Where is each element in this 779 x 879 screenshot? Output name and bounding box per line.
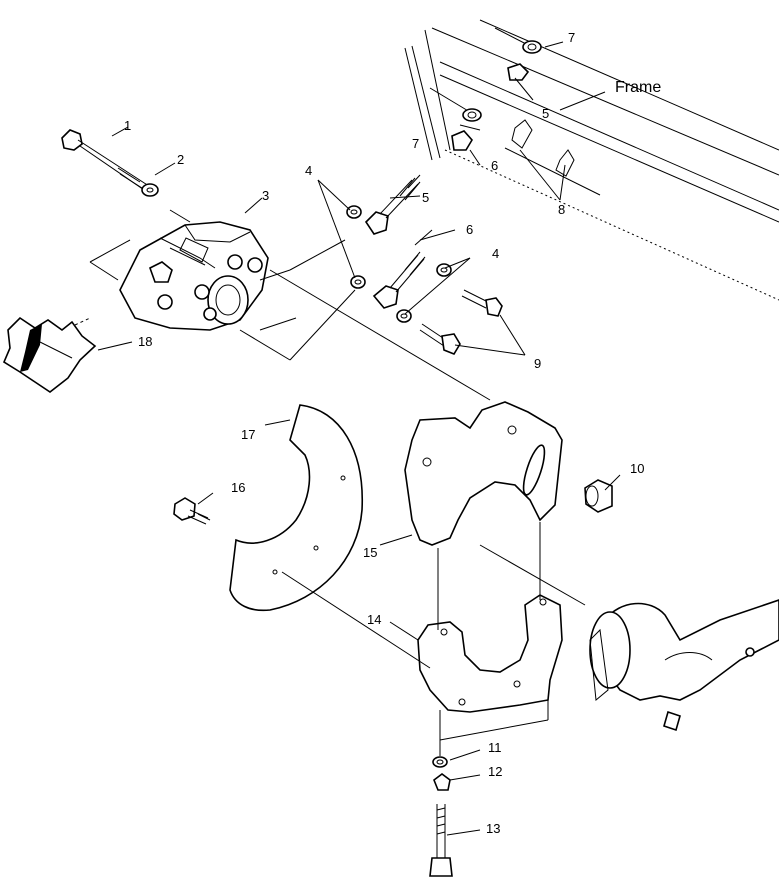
brake-pad-18 [2, 316, 97, 393]
bolt-13 [429, 804, 453, 877]
bracket-15 [404, 401, 563, 546]
label-17: 17 [241, 427, 255, 442]
spacer-10 [584, 479, 613, 513]
label-12: 12 [488, 764, 502, 779]
label-6-frame: 6 [491, 158, 498, 173]
leader-lines [74, 41, 621, 836]
label-frame: Frame [615, 79, 661, 96]
label-16: 16 [231, 480, 245, 495]
bolt-1 [61, 129, 153, 195]
label-6-mid: 6 [466, 222, 473, 237]
label-2: 2 [177, 152, 184, 167]
label-15: 15 [363, 545, 377, 560]
label-9: 9 [534, 356, 541, 371]
label-5-frame: 5 [542, 106, 549, 121]
washer-4-upper [346, 205, 362, 219]
callout-labels: 1 2 3 4 4 5 5 6 6 7 7 8 9 10 11 12 13 14… [124, 30, 661, 836]
bolt-9-upper [461, 289, 503, 317]
label-4-left: 4 [305, 163, 312, 178]
caliper-3 [119, 221, 269, 331]
label-10: 10 [630, 461, 644, 476]
label-7-mid: 7 [412, 136, 419, 151]
lockwasher-12 [433, 773, 451, 791]
bolt-9-lower [419, 323, 461, 355]
washer-4-right-a [436, 263, 452, 277]
bolt-16 [173, 497, 211, 525]
washer-7-top [522, 40, 542, 54]
bracket-14 [417, 594, 563, 713]
washer-2 [141, 183, 159, 197]
frame-fasteners [429, 27, 601, 196]
nut-5-top [507, 63, 530, 81]
label-5-mid: 5 [422, 190, 429, 205]
label-18: 18 [138, 334, 152, 349]
label-7-top: 7 [568, 30, 575, 45]
label-14: 14 [367, 612, 381, 627]
label-8: 8 [558, 202, 565, 217]
label-3: 3 [262, 188, 269, 203]
axle-housing [589, 599, 779, 732]
label-4-right: 4 [492, 246, 499, 261]
label-11: 11 [488, 740, 502, 755]
washer-4-lower [350, 275, 366, 289]
brake-disc-17 [229, 404, 364, 612]
washer-4-right-b [396, 309, 412, 323]
adjuster-rod-5 [364, 174, 421, 235]
adjuster-rod-6 [372, 229, 433, 309]
washer-11 [432, 756, 448, 768]
frame-assembly [404, 19, 779, 301]
nut-6-frame [451, 130, 473, 151]
label-13: 13 [486, 821, 500, 836]
label-1: 1 [124, 118, 131, 133]
washer-7-mid [462, 108, 482, 122]
